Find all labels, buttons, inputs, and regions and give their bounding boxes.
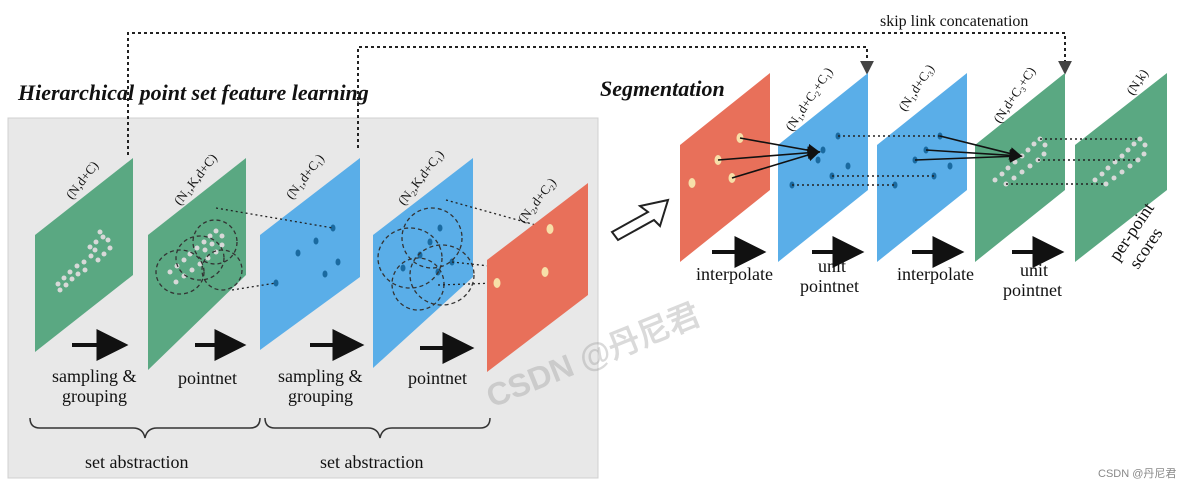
dotted-links-right bbox=[1006, 138, 1140, 185]
seg-plane-blue-2 bbox=[877, 73, 967, 262]
hollow-arrow-icon bbox=[610, 198, 670, 242]
watermark-corner: CSDN @丹尼君 bbox=[1098, 467, 1176, 480]
label-sampling-2a: sampling & bbox=[278, 366, 363, 386]
seg-green-points bbox=[992, 136, 1048, 187]
label-set-abstraction-1: set abstraction bbox=[85, 452, 188, 472]
seg-plane-green bbox=[975, 73, 1065, 262]
label-set-abstraction-2: set abstraction bbox=[320, 452, 423, 472]
seg-score-points bbox=[1092, 136, 1148, 187]
plane-sampled-features bbox=[260, 158, 360, 350]
label-unit-2: unit bbox=[1020, 260, 1048, 280]
label-unit-pointnet-1: pointnet bbox=[800, 276, 859, 296]
group-circles-2 bbox=[377, 207, 475, 311]
label-interpolate-1: interpolate bbox=[696, 264, 773, 284]
label-pointnet-1: pointnet bbox=[178, 368, 237, 388]
brace-set-abstraction-2 bbox=[264, 417, 491, 439]
seg-red-points bbox=[688, 133, 744, 188]
label-sampling-1b: grouping bbox=[62, 386, 127, 406]
label-interpolate-2: interpolate bbox=[897, 264, 974, 284]
interp-lines-1 bbox=[717, 137, 821, 179]
label-pointnet-2: pointnet bbox=[408, 368, 467, 388]
plane-abstract-features bbox=[487, 183, 588, 372]
sampled-points-1 bbox=[273, 224, 341, 287]
feature-learning-title: Hierarchical point set feature learning bbox=[17, 80, 369, 105]
abstract-points bbox=[493, 224, 554, 288]
label-unit-1: unit bbox=[818, 256, 846, 276]
seg-plane-scores bbox=[1075, 73, 1167, 262]
label-unit-pointnet-2: pointnet bbox=[1003, 280, 1062, 300]
plane-grouped-points bbox=[148, 158, 246, 370]
seg-plane-red bbox=[680, 73, 770, 262]
label-sampling-1a: sampling & bbox=[52, 366, 137, 386]
skip-link-label: skip link concatenation bbox=[880, 13, 1028, 30]
plane-input-points bbox=[35, 158, 133, 352]
plane-grouped-features bbox=[373, 158, 473, 368]
skip-link-outer bbox=[127, 32, 1072, 155]
segmentation-title: Segmentation bbox=[600, 76, 725, 101]
brace-set-abstraction-1 bbox=[29, 417, 261, 439]
skip-link-inner bbox=[357, 46, 874, 148]
interp-lines-2 bbox=[914, 135, 1023, 163]
left-step-arrows bbox=[72, 329, 475, 364]
seg-plane-blue-1 bbox=[778, 73, 868, 262]
group-circles-1 bbox=[155, 219, 243, 295]
label-sampling-2b: grouping bbox=[288, 386, 353, 406]
input-point-cloud bbox=[55, 229, 113, 293]
dotted-links-mid bbox=[792, 135, 940, 186]
